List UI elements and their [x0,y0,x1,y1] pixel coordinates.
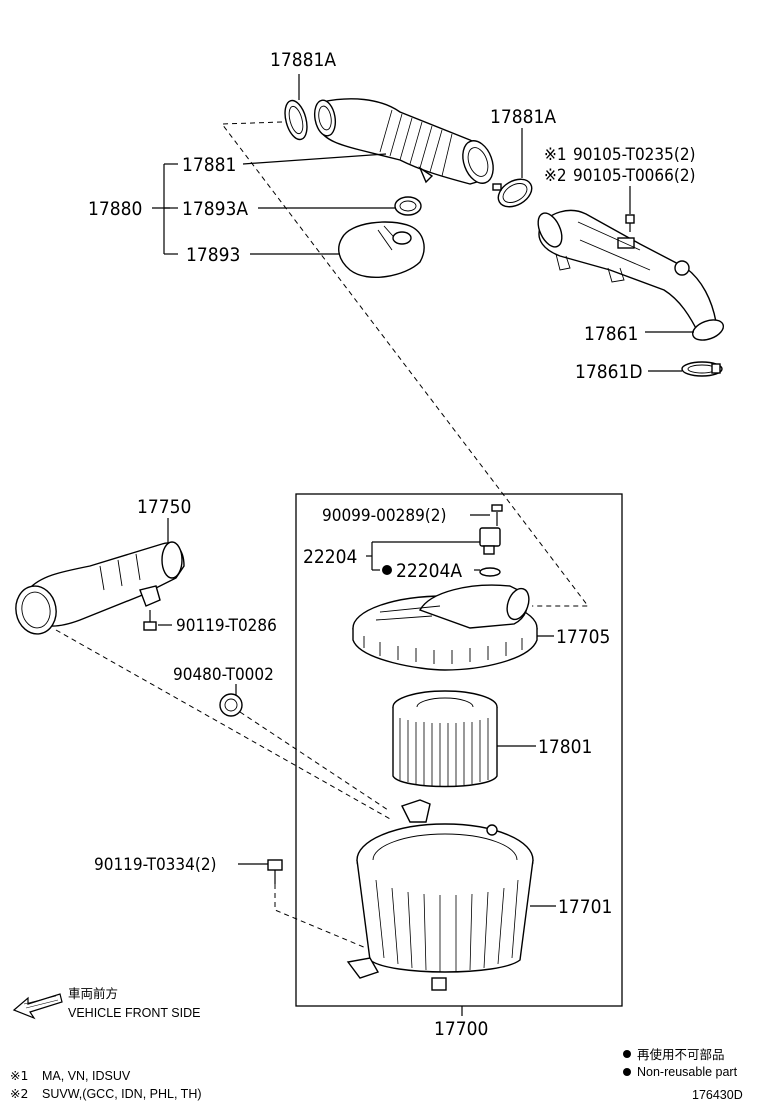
bolt-90119-T0286 [143,610,157,631]
assembly-box-17700 [295,493,623,1007]
sensor-22204 [479,504,503,577]
label-90105-T0235: 90105-T0235(2) [573,145,696,165]
label-17881A-right: 17881A [490,106,556,128]
label-17893A: 17893A [182,198,248,220]
mark-1: ※1 [544,145,567,165]
label-17701: 17701 [558,896,612,918]
label-17705: 17705 [556,626,610,648]
label-90119-T0334: 90119-T0334(2) [94,855,217,875]
diagram-code: 176430D [692,1088,743,1102]
label-17750: 17750 [137,496,191,518]
footnote-2-mark: ※2 [10,1086,28,1101]
label-17881: 17881 [182,154,236,176]
resonator-17893 [338,221,425,278]
inlet-17750 [15,541,185,635]
front-label-en: VEHICLE FRONT SIDE [68,1006,200,1020]
label-17801: 17801 [538,736,592,758]
clamp-17893A [394,196,422,216]
label-17881A-top: 17881A [270,49,336,71]
label-22204A: 22204A [396,560,462,582]
filter-element-17801 [392,690,498,788]
bolt-90119-T0334 [267,859,283,884]
label-17861: 17861 [584,323,638,345]
label-17861D: 17861D [575,361,643,383]
leader-lines [152,74,694,1016]
front-label-jp: 車両前方 [68,986,118,1001]
front-arrow-icon [12,993,63,1020]
legend-jp: 再使用不可部品 [637,1047,725,1062]
legend: 再使用不可部品 Non-reusable part 176430D [623,1047,743,1102]
footnote-1-mark: ※1 [10,1068,28,1083]
clamp-17881A-right [492,178,533,208]
non-reusable-dot-22204A [382,565,392,575]
grommet-90480 [219,693,243,717]
label-17700: 17700 [434,1018,488,1040]
vehicle-front-indicator: 車両前方 VEHICLE FRONT SIDE [12,986,200,1020]
dashed-guides [55,121,590,949]
label-90099-00289: 90099-00289(2) [322,506,446,526]
legend-dot-2 [623,1068,631,1076]
footnote-2: SUVW,(GCC, IDN, PHL, TH) [42,1087,202,1101]
case-17701 [346,799,534,991]
label-22204: 22204 [303,546,357,568]
label-90480-T0002: 90480-T0002 [173,665,274,685]
footnote-1: MA, VN, IDSUV [42,1069,131,1083]
labels: 17881A 17881 17880 17893A 17893 17881A ※… [88,49,696,1040]
cap-17705 [352,584,538,671]
label-90105-T0066: 90105-T0066(2) [573,166,696,186]
legend-dot-1 [623,1050,631,1058]
label-17880: 17880 [88,198,142,220]
pipe-17861 [537,209,725,341]
bolt-90105 [625,214,635,232]
legend-en: Non-reusable part [637,1065,738,1079]
mark-2: ※2 [544,166,567,186]
label-90119-T0286: 90119-T0286 [176,616,277,636]
footnotes: ※1 MA, VN, IDSUV ※2 SUVW,(GCC, IDN, PHL,… [10,1068,202,1101]
label-17893: 17893 [186,244,240,266]
hose-17881 [284,98,494,185]
clamp-17861D [681,361,723,377]
